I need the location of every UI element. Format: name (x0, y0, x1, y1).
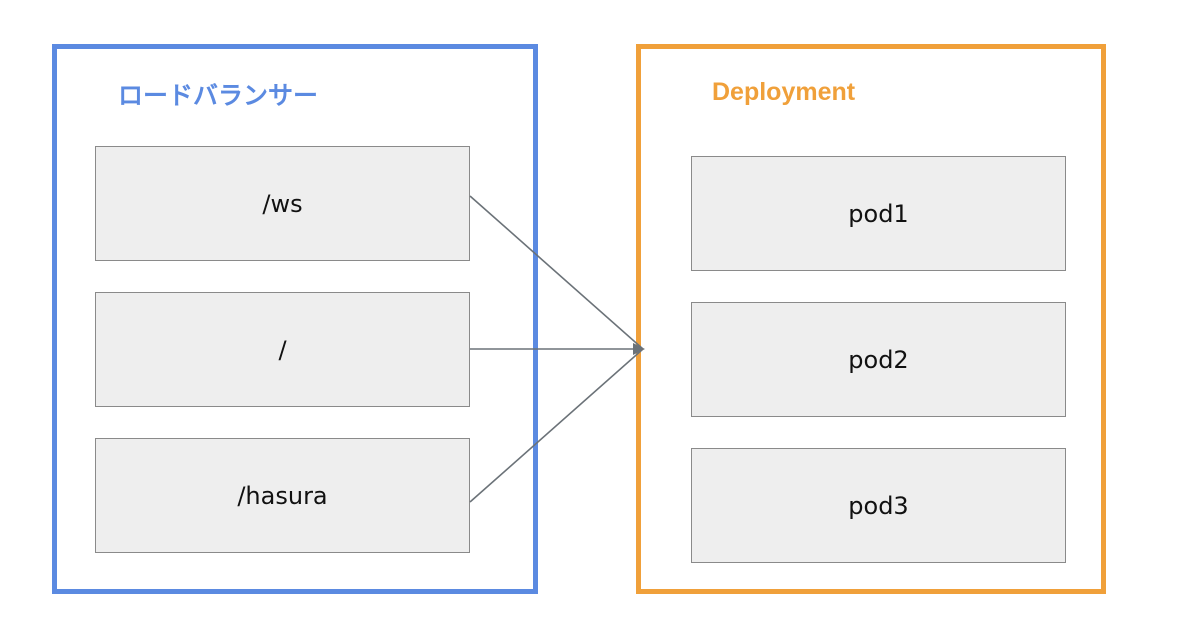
route-ws: /ws (95, 146, 470, 261)
route-root: / (95, 292, 470, 407)
load-balancer-title: ロードバランサー (118, 81, 319, 110)
route-hasura: /hasura (95, 438, 470, 553)
pod-3: pod3 (691, 448, 1066, 563)
pod-1: pod1 (691, 156, 1066, 271)
deployment-title: Deployment (712, 78, 856, 106)
pod-2: pod2 (691, 302, 1066, 417)
